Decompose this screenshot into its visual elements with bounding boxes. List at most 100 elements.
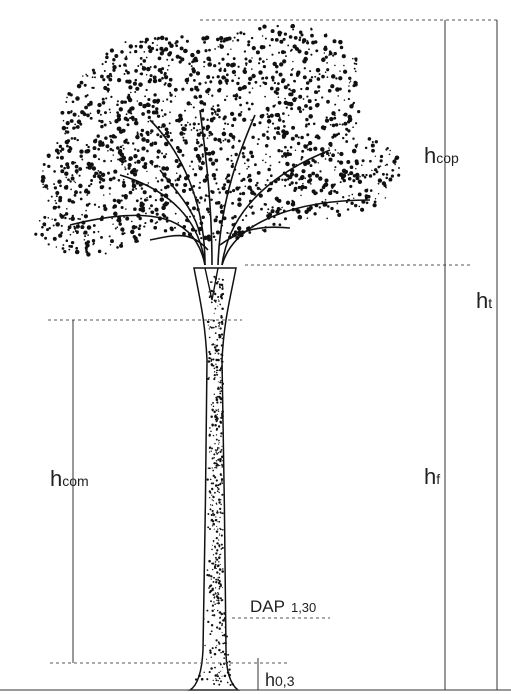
foliage-dot xyxy=(248,82,251,85)
foliage-dot xyxy=(270,188,272,190)
foliage-dot xyxy=(169,122,171,124)
foliage-dot xyxy=(146,67,150,71)
foliage-dot xyxy=(342,123,344,125)
foliage-dot xyxy=(358,180,362,184)
foliage-dot xyxy=(175,96,176,97)
foliage-dot xyxy=(98,143,102,147)
foliage-dot xyxy=(326,116,328,118)
foliage-dot xyxy=(88,185,91,188)
foliage-dot xyxy=(319,73,321,75)
bark-dot xyxy=(215,419,217,421)
foliage-dot xyxy=(170,100,173,103)
foliage-dot xyxy=(306,96,308,98)
foliage-dot xyxy=(146,139,150,143)
foliage-dot xyxy=(161,67,164,70)
foliage-dot xyxy=(145,38,149,42)
bark-dot xyxy=(213,683,215,685)
bark-dot xyxy=(217,296,219,298)
bark-dot xyxy=(209,651,211,653)
bark-dot xyxy=(217,388,219,390)
foliage-dot xyxy=(215,201,218,204)
foliage-dot xyxy=(229,191,232,194)
foliage-dot xyxy=(281,80,285,84)
foliage-dot xyxy=(326,100,330,104)
bark-dot xyxy=(207,513,209,515)
bark-dot xyxy=(217,414,218,415)
foliage-dot xyxy=(198,186,201,189)
foliage-dot xyxy=(104,136,108,140)
foliage-dot xyxy=(284,217,287,220)
bark-dot xyxy=(210,479,212,481)
bark-dot xyxy=(217,369,219,371)
foliage-dot xyxy=(117,78,121,82)
foliage-dot xyxy=(127,173,129,175)
foliage-dot xyxy=(218,46,220,48)
bark-dot xyxy=(222,410,224,412)
foliage-dot xyxy=(137,149,140,152)
foliage-dot xyxy=(155,107,158,110)
foliage-dot xyxy=(282,120,285,123)
foliage-dot xyxy=(313,147,317,151)
foliage-dot xyxy=(130,112,132,114)
foliage-dot xyxy=(43,163,46,166)
foliage-dot xyxy=(190,53,194,57)
foliage-dot xyxy=(340,46,343,49)
foliage-dot xyxy=(101,185,104,188)
foliage-dot xyxy=(181,88,184,91)
bark-dot xyxy=(216,568,217,569)
foliage-dot xyxy=(125,80,129,84)
foliage-dot xyxy=(264,96,266,98)
foliage-dot xyxy=(146,74,148,76)
foliage-dot xyxy=(308,174,312,178)
bark-dot xyxy=(212,358,214,360)
tree-trunk xyxy=(190,268,238,690)
foliage-dot xyxy=(234,37,236,39)
foliage-dot xyxy=(89,102,93,106)
foliage-dot xyxy=(301,169,305,173)
foliage-dot xyxy=(53,224,55,226)
foliage-dot xyxy=(271,38,274,41)
foliage-dot xyxy=(348,177,352,181)
foliage-dot xyxy=(338,40,343,45)
foliage-dot xyxy=(167,52,171,56)
foliage-dot xyxy=(244,67,247,70)
foliage-dot xyxy=(150,219,154,223)
foliage-dot xyxy=(296,48,299,51)
foliage-dot xyxy=(137,133,139,135)
foliage-dot xyxy=(201,215,205,219)
foliage-dot xyxy=(85,189,89,193)
bark-dot xyxy=(219,284,221,286)
foliage-dot xyxy=(189,165,191,167)
foliage-dot xyxy=(120,100,124,104)
foliage-dot xyxy=(76,125,80,129)
foliage-dot xyxy=(211,114,213,116)
foliage-dot xyxy=(237,197,241,201)
bark-dot xyxy=(216,398,219,401)
bark-dot xyxy=(212,569,213,570)
foliage-dot xyxy=(43,216,46,219)
bark-dot xyxy=(222,370,223,371)
foliage-dot xyxy=(325,119,329,123)
foliage-dot xyxy=(73,113,77,117)
foliage-dot xyxy=(144,95,146,97)
foliage-dot xyxy=(166,185,170,189)
bark-dot xyxy=(214,374,216,376)
foliage-dot xyxy=(262,24,266,28)
foliage-dot xyxy=(380,165,382,167)
foliage-dot xyxy=(350,80,352,82)
foliage-dot xyxy=(232,145,234,147)
foliage-dot xyxy=(291,69,293,71)
bark-dot xyxy=(213,601,214,602)
foliage-dot xyxy=(139,45,143,49)
foliage-dot xyxy=(63,167,66,170)
foliage-dot xyxy=(324,182,329,187)
foliage-dot xyxy=(386,173,389,176)
foliage-dot xyxy=(195,59,198,62)
foliage-dot xyxy=(109,109,111,111)
foliage-dot xyxy=(267,212,269,214)
bark-dot xyxy=(216,559,218,561)
foliage-dot xyxy=(357,110,360,113)
bark-dot xyxy=(215,396,217,398)
foliage-dot xyxy=(307,217,309,219)
bark-dot xyxy=(220,529,222,531)
